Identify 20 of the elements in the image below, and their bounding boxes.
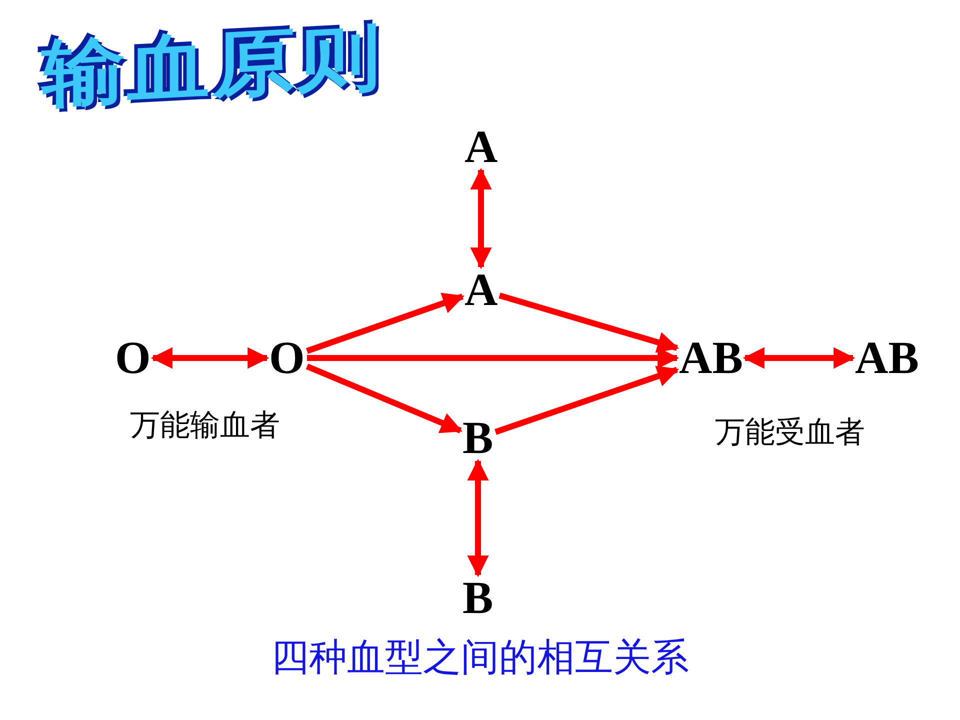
note: 万能输血者: [130, 406, 280, 444]
note: 万能受血者: [715, 414, 865, 452]
blood-type-label: A: [462, 124, 500, 170]
blood-type-label: A: [462, 267, 500, 313]
arrow: [742, 347, 856, 369]
arrow: [306, 364, 462, 434]
blood-type-label: O: [113, 335, 153, 381]
caption: 四种血型之间的相互关系: [271, 635, 689, 679]
blood-type-label: AB: [677, 335, 745, 381]
arrow: [150, 347, 270, 369]
blood-type-label: B: [460, 575, 496, 621]
arrow: [467, 458, 489, 578]
title: 输血原则: [42, 16, 382, 114]
arrow: [470, 168, 492, 270]
blood-type-label: AB: [853, 335, 921, 381]
arrow: [498, 292, 680, 353]
blood-type-label: B: [460, 415, 496, 461]
arrow: [494, 366, 680, 435]
blood-type-label: O: [267, 335, 307, 381]
arrow: [306, 292, 465, 354]
